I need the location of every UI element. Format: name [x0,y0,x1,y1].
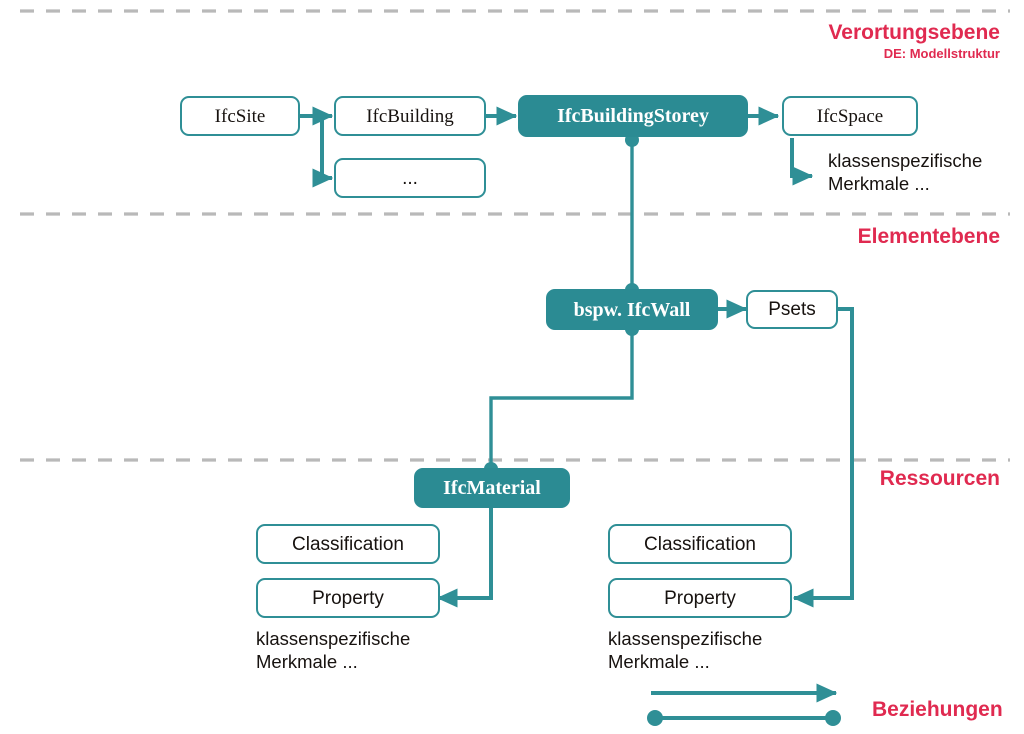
node-ifcsite-label: IfcSite [214,105,266,127]
node-psets[interactable]: Psets [746,290,838,329]
annotation-ifcspace: klassenspezifische Merkmale ... [828,150,982,195]
zone-label-verortungsebene: Verortungsebene DE: Modellstruktur [828,21,1000,62]
connector-ifcwall-to-ifcmaterial [484,322,639,476]
annotation-left-line2: Merkmale ... [256,650,358,672]
connector-ifcsite-to-ifcbuilding [300,106,334,178]
zone-label-ressourcen-main: Ressourcen [879,467,1000,490]
node-ifcwall[interactable]: bspw. IfcWall [546,289,718,330]
legend-dot-ended-line-icon [647,710,841,726]
node-ifcbuildingstorey-label: IfcBuildingStorey [557,105,709,127]
zone-label-ressourcen: Ressourcen [879,467,1000,490]
connector-storey-to-ifcwall [625,133,639,297]
node-psets-label: Psets [768,299,816,320]
node-property-left-label: Property [312,587,384,609]
node-ifcsite[interactable]: IfcSite [180,96,300,136]
annotation-right: klassenspezifische Merkmale ... [608,628,762,673]
annotation-left: klassenspezifische Merkmale ... [256,628,410,673]
zone-label-elementebene: Elementebene [857,225,1000,248]
legend-label-beziehungen: Beziehungen [872,698,1003,721]
connector-ifcmaterial-to-property-left [436,507,493,608]
node-classification-right[interactable]: Classification [608,524,792,564]
node-ifcbuilding-label: IfcBuilding [366,105,454,127]
node-ifcmaterial-label: IfcMaterial [443,477,541,499]
connector-psets-to-property-right [792,307,854,608]
node-ifcbuilding[interactable]: IfcBuilding [334,96,486,136]
node-property-left[interactable]: Property [256,578,440,618]
node-ifcspace-label: IfcSpace [816,105,884,127]
annotation-right-line2: Merkmale ... [608,650,710,672]
node-property-right[interactable]: Property [608,578,792,618]
node-classification-left-label: Classification [292,533,404,555]
zone-label-verortungsebene-sub: DE: Modellstruktur [883,46,1000,62]
node-ellipsis-label: ... [402,167,418,189]
zone-label-elementebene-main: Elementebene [857,225,1000,248]
zone-label-verortungsebene-main: Verortungsebene [828,21,1000,44]
node-ellipsis[interactable]: ... [334,158,486,198]
node-ifcmaterial[interactable]: IfcMaterial [414,468,570,508]
annotation-ifcspace-line1: klassenspezifische [828,150,983,171]
node-ifcwall-label: bspw. IfcWall [573,298,691,321]
node-classification-left[interactable]: Classification [256,524,440,564]
annotation-right-line1: klassenspezifische [608,628,763,649]
annotation-ifcspace-line2: Merkmale ... [828,172,930,194]
node-property-right-label: Property [664,587,736,609]
node-classification-right-label: Classification [644,533,756,555]
node-ifcspace[interactable]: IfcSpace [782,96,918,136]
node-ifcbuildingstorey[interactable]: IfcBuildingStorey [518,95,748,137]
connector-ifcspace-to-annotation [790,138,814,186]
annotation-left-line1: klassenspezifische [256,628,411,649]
